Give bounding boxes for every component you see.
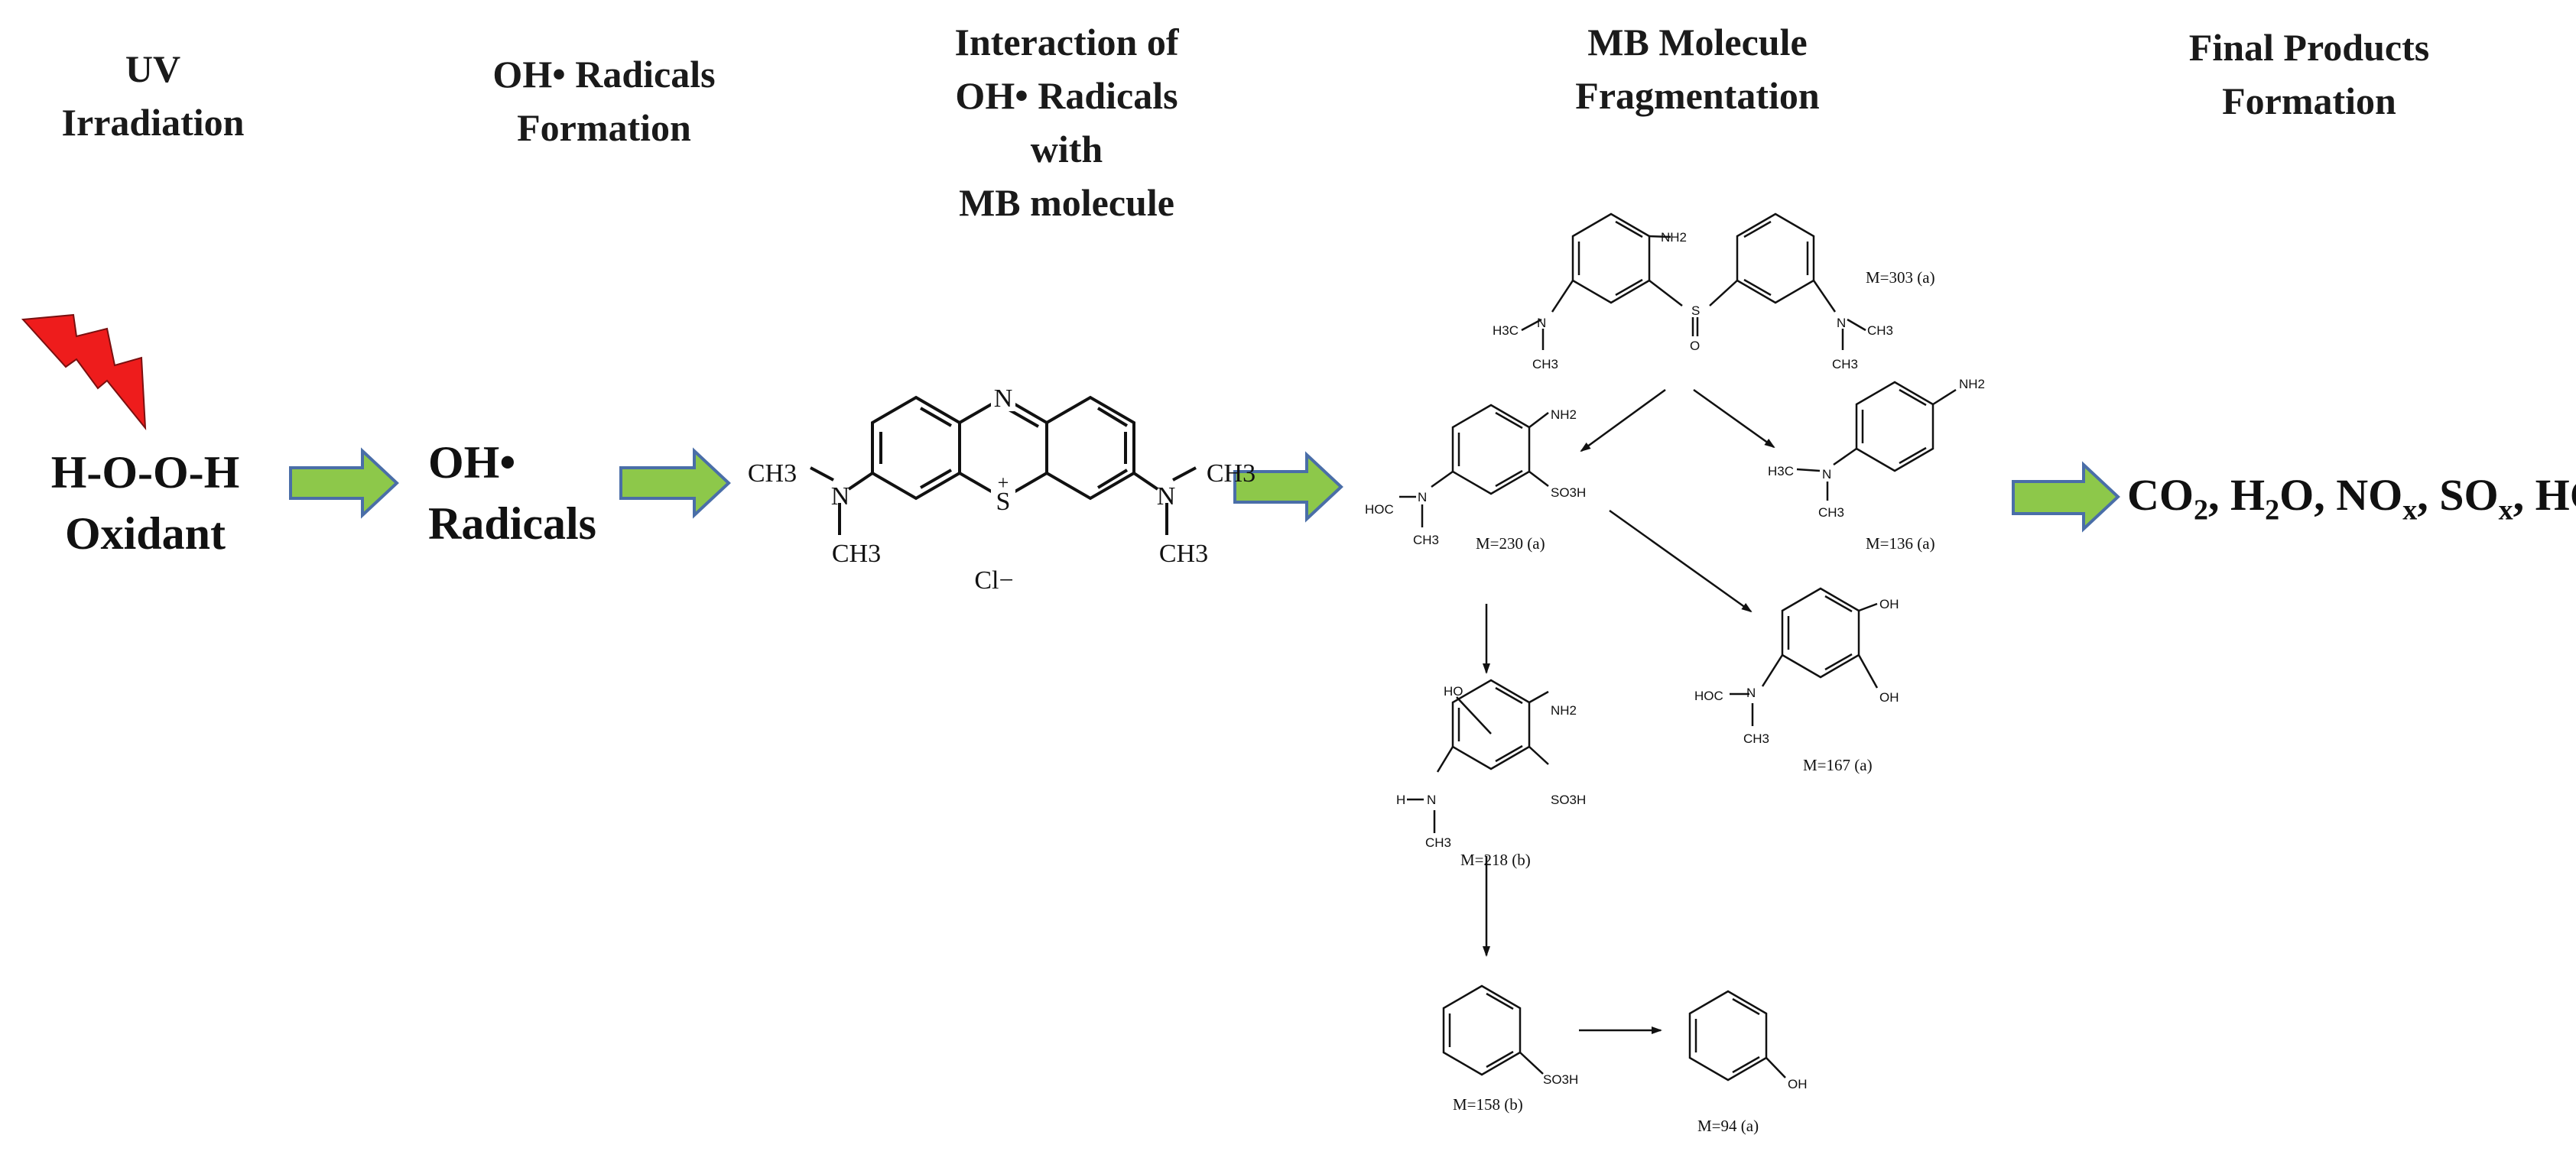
m218-n: N <box>1427 793 1436 807</box>
m303-h3c: H3C <box>1493 323 1519 338</box>
m167-oh-top: OH <box>1879 597 1899 611</box>
product-subscript: 2 <box>2194 494 2208 527</box>
m303-s: S <box>1691 303 1700 318</box>
radicals-formula: OH• <box>428 437 516 488</box>
m94-oh: OH <box>1788 1077 1808 1091</box>
mass-label-167: M=167 (a) <box>1803 756 1873 774</box>
mass-label-158: M=158 (b) <box>1453 1095 1523 1114</box>
m136-nh2: NH2 <box>1959 377 1985 391</box>
left-ch3-top: CH3 <box>748 459 797 488</box>
header-line: OH• Radicals <box>955 74 1178 117</box>
header-line: OH• Radicals <box>492 53 716 96</box>
left-n: N <box>831 482 850 511</box>
m218-ho: HO <box>1444 684 1463 699</box>
m218-ch3: CH3 <box>1425 835 1451 850</box>
m303-o: O <box>1690 339 1700 353</box>
process-arrow-1 <box>289 447 399 519</box>
ring-s-label: S <box>996 488 1011 516</box>
mass-label-230: M=230 (a) <box>1476 534 1545 553</box>
m303-ch3-right-a: CH3 <box>1867 323 1893 338</box>
header-line: Formation <box>2222 79 2396 122</box>
radicals-label: OH• Radicals <box>428 432 627 554</box>
methylene-blue-molecule <box>810 395 1197 535</box>
mass-label-218: M=218 (b) <box>1460 851 1531 869</box>
oxidant-name: Oxidant <box>64 508 226 559</box>
header-line: Fragmentation <box>1575 74 1820 117</box>
m230-n: N <box>1418 490 1427 504</box>
right-ch3-top: CH3 <box>1207 459 1256 488</box>
reaction-arrow <box>1693 388 1775 449</box>
m218-nh2: NH2 <box>1551 703 1577 718</box>
m230-so3h: SO3H <box>1551 485 1586 500</box>
mass-label-136: M=136 (a) <box>1866 534 1935 553</box>
fragment-mass-labels: M=303 (a) M=136 (a) M=230 (a) M=167 (a) … <box>1453 268 1935 1135</box>
product-part: , SO <box>2417 470 2499 520</box>
m230-hoc: HOC <box>1365 502 1394 517</box>
m136-h3c: H3C <box>1768 464 1794 478</box>
m303-ch3-left: CH3 <box>1532 357 1558 371</box>
product-part: , HCl <box>2513 470 2576 520</box>
header-line: Interaction of <box>954 21 1179 63</box>
process-arrow-3 <box>1233 451 1343 523</box>
m158-so3h: SO3H <box>1543 1072 1578 1087</box>
ring-n-label: N <box>994 384 1013 413</box>
m303-ch3-right-b: CH3 <box>1832 357 1858 371</box>
m167-oh-bottom: OH <box>1879 690 1899 705</box>
product-part: CO <box>2127 470 2194 520</box>
header-line: Final Products <box>2188 26 2430 69</box>
m230-ch3: CH3 <box>1413 533 1439 547</box>
header-fragmentation: MB Molecule Fragmentation <box>1522 15 1873 122</box>
m303-n-left: N <box>1537 316 1546 330</box>
m167-n: N <box>1746 686 1756 700</box>
m136-ch3: CH3 <box>1818 505 1844 520</box>
product-subscript: x <box>2498 494 2513 527</box>
final-products-text: CO2, H2O, NOx, SOx, HCl <box>2127 468 2576 538</box>
methylene-blue-labels: N S + CH3 N CH3 N CH3 CH3 Cl− <box>748 382 1256 595</box>
charge-label: + <box>998 472 1009 494</box>
m230-nh2: NH2 <box>1551 407 1577 422</box>
product-subscript: 2 <box>2265 494 2280 527</box>
header-line: UV <box>125 47 181 90</box>
header-interaction: Interaction of OH• Radicals with MB mole… <box>895 15 1239 229</box>
header-line: Formation <box>517 106 691 149</box>
header-final-products: Final Products Formation <box>2133 21 2485 128</box>
left-ch3-bottom: CH3 <box>832 540 881 568</box>
m303-n-right: N <box>1837 316 1846 330</box>
right-n: N <box>1157 482 1176 511</box>
fragment-substituent-labels: NH2 S O H3C N CH3 N CH3 CH3 NH2 H3C N CH… <box>1365 230 1985 1091</box>
m218-so3h: SO3H <box>1551 793 1586 807</box>
right-ch3-bottom: CH3 <box>1159 540 1208 568</box>
chloride-ion: Cl− <box>974 566 1013 595</box>
mass-label-94: M=94 (a) <box>1697 1117 1759 1135</box>
product-part: , H <box>2208 470 2266 520</box>
reaction-arrow <box>1580 388 1666 452</box>
product-part: O, NO <box>2279 470 2403 520</box>
header-radicals-formation: OH• Radicals Formation <box>443 47 765 154</box>
header-line: MB Molecule <box>1587 21 1808 63</box>
fragmentation-scheme <box>1399 212 1957 1082</box>
oxidant-formula: H-O-O-H <box>50 447 240 498</box>
product-subscript: x <box>2402 494 2418 527</box>
reaction-arrow <box>1609 509 1753 613</box>
m218-h: H <box>1396 793 1405 807</box>
m136-n: N <box>1822 467 1831 482</box>
lightning-icon <box>21 313 147 431</box>
header-line: MB molecule <box>959 181 1174 224</box>
radicals-name: Radicals <box>428 498 597 549</box>
header-line: Irradiation <box>61 101 245 144</box>
header-uv-irradiation: UV Irradiation <box>54 42 252 149</box>
process-arrow-2 <box>619 447 731 519</box>
oxidant-label: H-O-O-H Oxidant <box>42 442 249 564</box>
process-arrow-4 <box>2012 461 2120 533</box>
m303-nh2: NH2 <box>1661 230 1687 245</box>
m167-ch3: CH3 <box>1743 731 1769 746</box>
m167-hoc: HOC <box>1694 689 1723 703</box>
mass-label-303: M=303 (a) <box>1866 268 1935 287</box>
header-line: with <box>1030 128 1103 170</box>
